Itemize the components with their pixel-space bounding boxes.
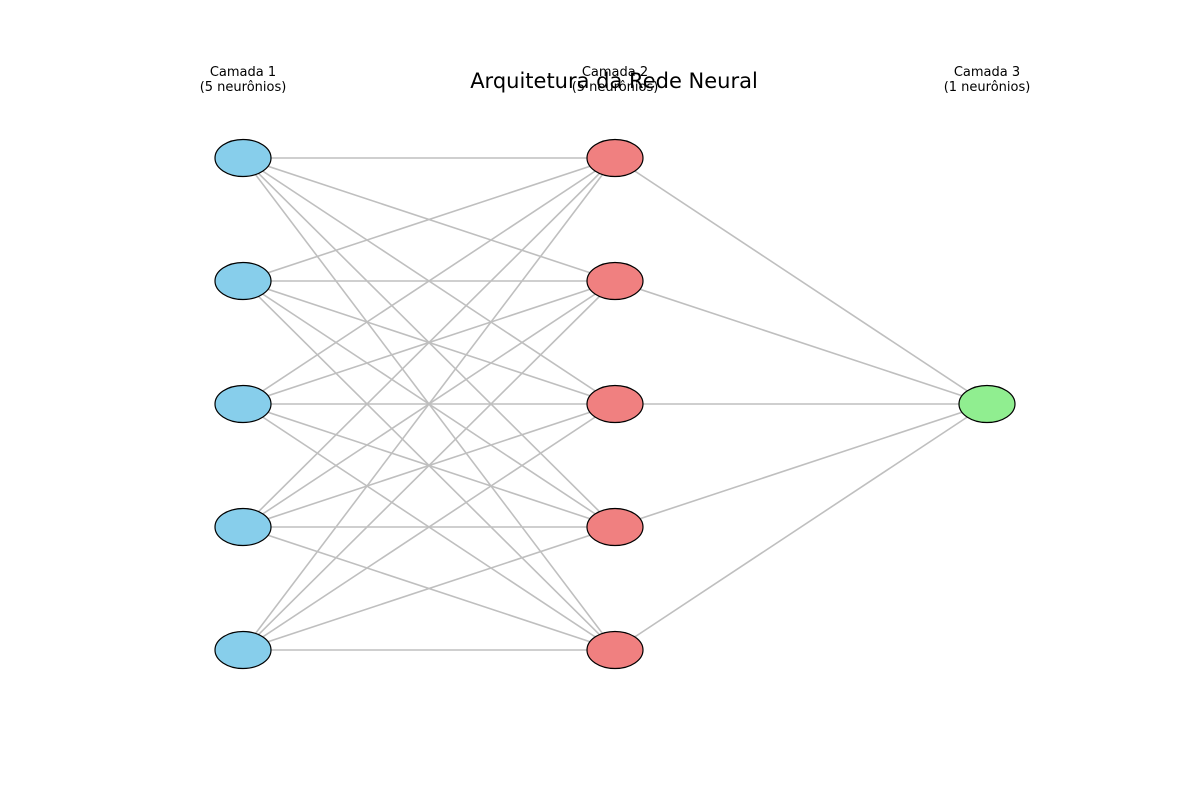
- neuron-layer2-1: [586, 138, 644, 178]
- neuron-layer2-3: [586, 384, 644, 424]
- layer-name: Camada 3: [953, 65, 1021, 80]
- neuron-layer1-1: [214, 138, 272, 178]
- connection-l1n5-l2n3: [242, 403, 616, 651]
- connection-l1n5-l2n4: [242, 526, 616, 651]
- connection-l2n1-l3n1: [614, 157, 988, 405]
- connection-l1n5-l2n2: [242, 280, 616, 651]
- connection-l2n2-l3n1: [614, 280, 988, 405]
- neuron-layer1-2: [214, 261, 272, 301]
- neuron-layer1-5: [214, 630, 272, 670]
- neuron-layer2-4: [586, 507, 644, 547]
- layer-name: Camada 2: [581, 65, 649, 80]
- layer-label-3: Camada 3 (1 neurônios): [907, 65, 1067, 95]
- neurons: [214, 138, 1016, 670]
- connection-l1n2-l2n1: [242, 157, 616, 282]
- diagram-title: Arquitetura da Rede Neural: [470, 69, 758, 93]
- layer-label-1: Camada 1 (5 neurônios): [163, 65, 323, 95]
- connection-l1n5-l2n1: [242, 157, 616, 651]
- layer-label-2: Camada 2 (5 neurônios): [535, 65, 695, 95]
- connection-l2n4-l3n1: [614, 403, 988, 528]
- neuron-layer1-3: [214, 384, 272, 424]
- layer-count: (5 neurônios): [571, 80, 659, 95]
- layer-count: (5 neurônios): [199, 80, 287, 95]
- neuron-layer2-5: [586, 630, 644, 670]
- neuron-layer3-1: [958, 384, 1016, 424]
- connections: [242, 157, 988, 651]
- connection-l1n3-l2n1: [242, 157, 616, 405]
- neuron-layer2-2: [586, 261, 644, 301]
- connection-l1n4-l2n1: [242, 157, 616, 528]
- connection-l2n5-l3n1: [614, 403, 988, 651]
- layer-count: (1 neurônios): [943, 80, 1031, 95]
- layer-name: Camada 1: [209, 65, 277, 80]
- neuron-layer1-4: [214, 507, 272, 547]
